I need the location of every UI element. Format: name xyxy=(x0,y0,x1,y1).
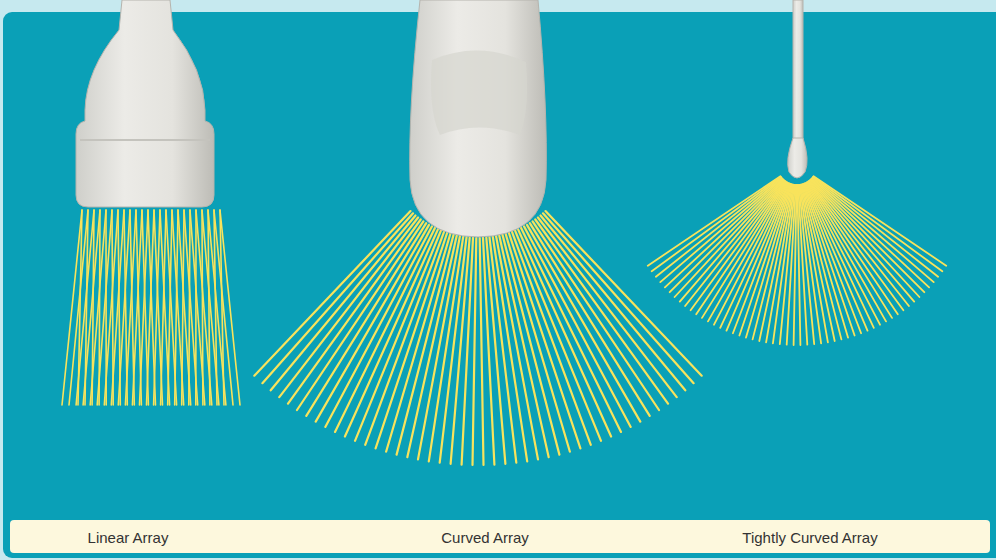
beam-line xyxy=(670,179,783,292)
probe-label: Tightly Curved Array xyxy=(742,528,877,545)
beam-line xyxy=(543,213,694,383)
beam-line xyxy=(190,210,205,405)
beam-line xyxy=(172,210,184,405)
beam-line xyxy=(220,210,224,405)
beam-line xyxy=(271,216,416,391)
beam-line xyxy=(429,237,463,461)
beam-line xyxy=(175,210,178,405)
beam-line xyxy=(811,179,924,292)
beam-line xyxy=(813,177,942,271)
beam-line xyxy=(147,210,155,405)
beam-line xyxy=(111,210,124,405)
tight-probe-tip xyxy=(788,138,807,178)
beam-line xyxy=(515,231,601,441)
beam-line xyxy=(533,221,659,410)
beam-line xyxy=(201,210,203,405)
beam-line xyxy=(780,185,795,344)
beam-line xyxy=(462,238,473,465)
beam-line xyxy=(727,183,790,330)
beam-line xyxy=(345,229,438,436)
beam-line xyxy=(811,180,920,297)
beam-line xyxy=(140,210,149,405)
beam-line xyxy=(753,184,793,339)
beam-line xyxy=(527,225,640,422)
beam-line xyxy=(154,210,160,405)
beam-line xyxy=(480,238,484,465)
beam-line xyxy=(407,236,456,458)
beam-line xyxy=(195,210,197,405)
beam-line xyxy=(809,181,904,310)
beam-line xyxy=(279,218,418,398)
beam-line xyxy=(254,211,410,376)
beam-line xyxy=(182,210,184,405)
beam-line xyxy=(118,210,130,405)
beam-line xyxy=(90,210,106,405)
beam-line xyxy=(812,178,934,282)
linear-probe xyxy=(76,0,214,207)
probe-label: Linear Array xyxy=(88,528,169,545)
label-band: Linear Array Curved Array Tightly Curved A… xyxy=(10,520,990,553)
beam-line xyxy=(97,210,112,405)
beam-line xyxy=(813,177,938,276)
beam-line xyxy=(808,182,892,318)
probe-label: Curved Array xyxy=(441,528,529,545)
beam-line xyxy=(161,210,166,405)
beam-line xyxy=(184,210,198,405)
tight-probe-stem xyxy=(793,0,803,148)
beam-line xyxy=(512,232,591,445)
beam-line xyxy=(214,210,217,405)
beam-line xyxy=(473,238,477,465)
beam-line xyxy=(365,232,444,445)
beam-line xyxy=(794,185,797,345)
beam-line xyxy=(541,216,686,391)
curved-probe xyxy=(410,0,547,237)
beam-line xyxy=(808,182,898,315)
beam-line xyxy=(220,210,240,405)
beam-line xyxy=(538,218,677,398)
beam-line xyxy=(189,210,190,405)
beam-line xyxy=(208,210,210,405)
beam-line xyxy=(766,185,794,343)
beam-line xyxy=(787,185,796,345)
beam-line xyxy=(524,227,631,427)
beam-line xyxy=(814,176,947,266)
beam-line xyxy=(262,213,413,383)
beam-line xyxy=(535,220,668,404)
beam-line xyxy=(809,181,909,306)
beam-line xyxy=(530,223,650,416)
beam-line xyxy=(812,179,929,288)
linear-probe-flange xyxy=(80,139,210,141)
beam-line xyxy=(810,180,914,301)
curved-probe-grip xyxy=(431,50,527,135)
beam-line xyxy=(168,210,172,405)
beam-line xyxy=(178,210,191,405)
beam-line xyxy=(104,210,118,405)
